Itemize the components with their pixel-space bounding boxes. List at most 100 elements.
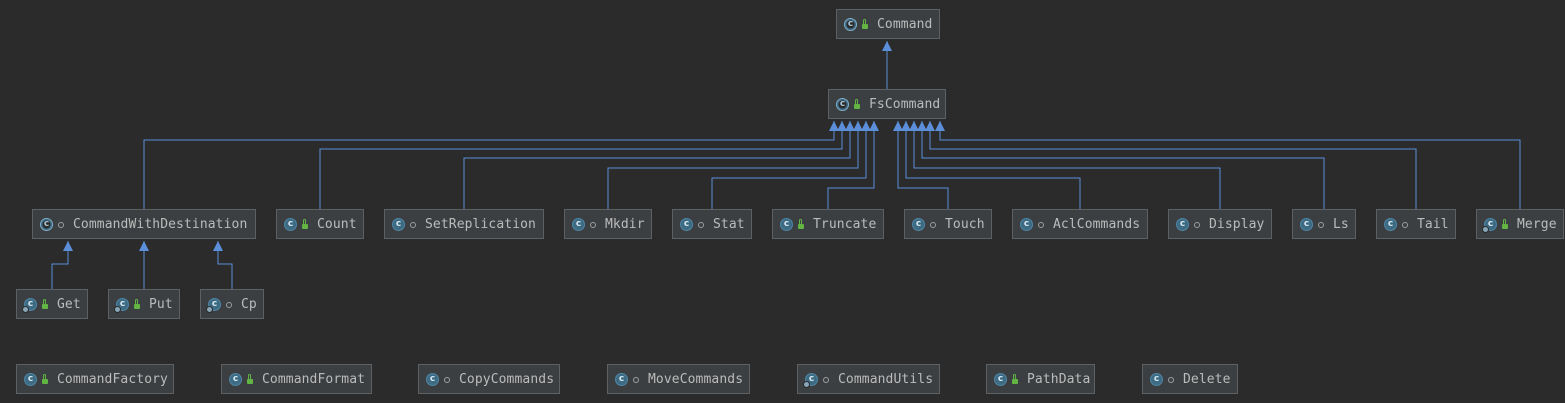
package-private-icon (929, 219, 937, 230)
edge-line (827, 121, 875, 209)
class-name: Merge (1517, 216, 1557, 232)
inheritance-arrowhead (63, 241, 73, 251)
inheritance-arrowhead (909, 121, 919, 131)
class-icon: c (114, 297, 129, 313)
class-name: AclCommands (1053, 216, 1141, 232)
inheritance-arrowhead (893, 121, 903, 131)
edge-Truncate-to-FsCommand (827, 121, 879, 209)
class-icon: c (1150, 372, 1163, 386)
class-icon: c (22, 297, 37, 313)
public-lock-icon (133, 298, 141, 310)
edge-line (319, 121, 843, 209)
abstract-class-icon: c (836, 97, 849, 111)
class-node-cp[interactable]: c Cp (200, 289, 264, 319)
class-icon: c (392, 217, 405, 231)
edge-Touch-to-FsCommand (893, 121, 949, 209)
package-private-icon (1037, 219, 1045, 230)
package-private-icon (1193, 219, 1201, 230)
class-node-command[interactable]: c Command (836, 9, 940, 39)
class-node-aclcommands[interactable]: c AclCommands (1012, 209, 1148, 239)
class-name: Stat (713, 216, 745, 232)
class-node-pathdata[interactable]: c PathData (986, 364, 1095, 394)
class-name: Count (317, 216, 357, 232)
package-private-icon (1167, 374, 1175, 385)
class-icon: c (1300, 217, 1313, 231)
edge-CommandWithDestination-to-FsCommand (143, 121, 839, 209)
inheritance-arrowhead (845, 121, 855, 131)
edge-line (913, 121, 1221, 209)
public-lock-icon (41, 298, 49, 310)
inheritance-arrowhead (917, 121, 927, 131)
edge-line (217, 241, 233, 289)
edge-Get-to-CommandWithDestination (51, 241, 73, 289)
class-name: CommandFactory (57, 371, 168, 387)
package-private-icon (225, 299, 233, 310)
edge-line (143, 121, 835, 209)
public-lock-icon (246, 373, 254, 385)
edge-line (929, 121, 1417, 209)
class-name: Touch (945, 216, 985, 232)
inheritance-arrowhead (853, 121, 863, 131)
edge-FsCommand-to-Command (882, 41, 892, 89)
inheritance-arrowhead (935, 121, 945, 131)
edge-Display-to-FsCommand (909, 121, 1221, 209)
class-icon: c (994, 372, 1007, 386)
modifier-badge-icon (206, 305, 213, 313)
inheritance-arrowhead (901, 121, 911, 131)
class-name: PathData (1027, 371, 1091, 387)
inheritance-arrowhead (837, 121, 847, 131)
edge-line (607, 121, 859, 209)
class-icon: c (780, 217, 793, 231)
edge-line (51, 241, 69, 289)
package-private-icon (697, 219, 705, 230)
abstract-class-icon: c (844, 17, 857, 31)
class-icon: c (1020, 217, 1033, 231)
edge-line (897, 121, 949, 209)
edge-Tail-to-FsCommand (925, 121, 1417, 209)
public-lock-icon (41, 373, 49, 385)
class-node-commandfactory[interactable]: c CommandFactory (16, 364, 174, 394)
class-icon: c (206, 297, 221, 313)
package-private-icon (589, 219, 597, 230)
class-icon: c (680, 217, 693, 231)
class-name: CommandFormat (262, 371, 366, 387)
class-node-stat[interactable]: c Stat (672, 209, 752, 239)
edge-Merge-to-FsCommand (935, 121, 1521, 209)
class-name: Command (877, 16, 933, 32)
class-name: Mkdir (605, 216, 645, 232)
edge-Mkdir-to-FsCommand (607, 121, 863, 209)
class-name: Display (1209, 216, 1265, 232)
public-lock-icon (301, 218, 309, 230)
modifier-badge-icon (22, 305, 29, 313)
class-icon: c (24, 372, 37, 386)
edge-line (939, 121, 1521, 209)
inheritance-arrowhead (829, 121, 839, 131)
class-name: CommandUtils (838, 371, 934, 387)
class-icon: c (229, 372, 242, 386)
class-name: CopyCommands (459, 371, 555, 387)
edge-line (921, 121, 1325, 209)
package-private-icon (1317, 219, 1325, 230)
class-node-commandformat[interactable]: c CommandFormat (221, 364, 372, 394)
package-private-icon (1401, 219, 1409, 230)
class-name: Cp (241, 296, 257, 312)
inheritance-arrowhead (139, 241, 149, 251)
